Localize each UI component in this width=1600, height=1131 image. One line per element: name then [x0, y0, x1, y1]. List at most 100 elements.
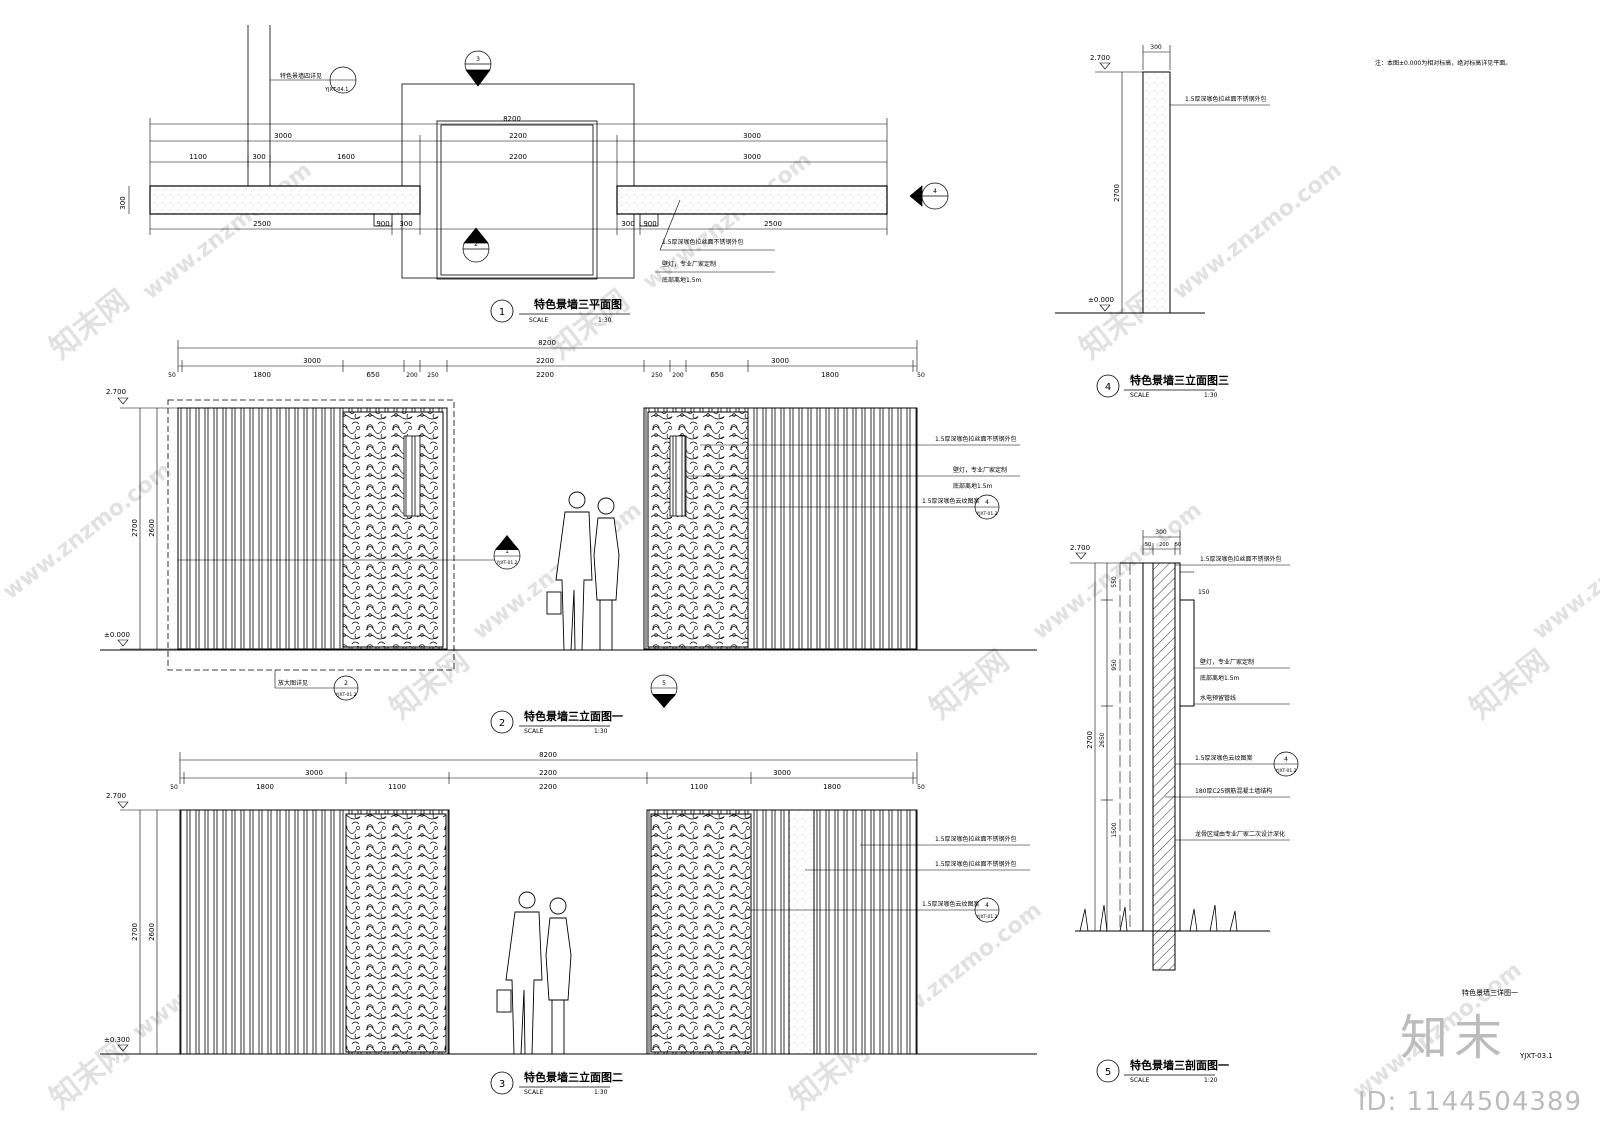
svg-text:8200: 8200 [538, 339, 556, 347]
section-labels: 1.5厚深咖色拉丝面不锈钢外包 壁灯，专业厂家定制 底部离地1.5m 水电预留管… [1165, 555, 1299, 841]
svg-text:1800: 1800 [256, 783, 274, 791]
svg-text:650: 650 [710, 371, 723, 379]
svg-text:1: 1 [499, 307, 505, 318]
elev1-people [546, 491, 620, 651]
svg-text:±0.000: ±0.000 [1088, 296, 1114, 304]
plan-labels: 特色景墙四详见 YJXT-04.1 1.5厚深咖色拉丝面不锈钢外包 壁灯，专业厂… [270, 66, 775, 284]
svg-text:知末网: 知末网 [383, 643, 475, 726]
svg-text:900: 900 [643, 220, 656, 228]
svg-text:1:20: 1:20 [1204, 1077, 1218, 1084]
svg-text:1100: 1100 [189, 153, 207, 161]
elev2-dims [120, 752, 918, 1055]
svg-text:550: 550 [1111, 576, 1118, 588]
elev2-labels: 1.5厚深咖色拉丝面不锈钢外包 1.5厚深咖色拉丝面不锈钢外包 1.5厚深咖色云… [745, 835, 1030, 923]
svg-text:壁灯，专业厂家定制: 壁灯，专业厂家定制 [662, 260, 716, 268]
section-title: 5 特色景墙三剖面图一 SCALE 1:20 [1096, 1058, 1229, 1084]
svg-text:1.5厚深咖色拉丝面不锈钢外包: 1.5厚深咖色拉丝面不锈钢外包 [935, 435, 1017, 443]
svg-text:50: 50 [917, 372, 925, 379]
svg-text:1:30: 1:30 [598, 317, 612, 324]
svg-text:2200: 2200 [539, 783, 557, 791]
svg-text:1800: 1800 [821, 371, 839, 379]
svg-text:2500: 2500 [764, 220, 782, 228]
svg-text:1:30: 1:30 [594, 728, 608, 735]
svg-text:1.5厚深咖色拉丝面不锈钢外包: 1.5厚深咖色拉丝面不锈钢外包 [935, 835, 1017, 843]
svg-text:1800: 1800 [253, 371, 271, 379]
svg-text:知末网: 知末网 [543, 283, 635, 366]
svg-text:3000: 3000 [274, 132, 292, 140]
svg-text:1800: 1800 [823, 783, 841, 791]
elev1-labels: 1.5厚深咖色拉丝面不锈钢外包 壁灯，专业厂家定制 底部离地1.5m 1.5厚深… [178, 435, 1020, 708]
svg-text:2200: 2200 [536, 357, 554, 365]
svg-text:4: 4 [933, 188, 937, 195]
elev1-dims [120, 340, 918, 650]
watermark-id: ID: 1144504389 [1357, 1087, 1582, 1117]
plan-dims: 8200 3000 2200 3000 1100 300 1600 2200 3… [119, 115, 782, 228]
section-dim-text: 300 50 200 50 150 2700 2650 550 950 1500… [1070, 529, 1210, 838]
svg-text:特色景墙三剖面图一: 特色景墙三剖面图一 [1130, 1058, 1229, 1072]
svg-text:±0.000: ±0.000 [104, 631, 130, 639]
svg-text:YJXT-01.2: YJXT-01.2 [975, 511, 997, 517]
svg-text:2200: 2200 [509, 132, 527, 140]
svg-text:2700: 2700 [131, 923, 139, 941]
svg-text:特色景墙四详见: 特色景墙四详见 [280, 72, 322, 80]
svg-text:特色景墙三立面图一: 特色景墙三立面图一 [524, 709, 623, 723]
svg-text:1.5厚深咖色拉丝面不锈钢外包: 1.5厚深咖色拉丝面不锈钢外包 [1200, 555, 1282, 563]
svg-text:YJXT-01.2: YJXT-01.2 [495, 560, 517, 566]
svg-text:2: 2 [499, 718, 505, 729]
svg-text:250: 250 [427, 372, 439, 379]
svg-text:8200: 8200 [539, 751, 557, 759]
section-dims [1070, 530, 1194, 931]
elev3-text: 300 2700 2.700 ±0.000 1.5厚深咖色拉丝面不锈钢外包 [1088, 44, 1267, 304]
elev3-wall [1055, 71, 1205, 314]
svg-text:2.700: 2.700 [106, 792, 126, 800]
plan-view [128, 25, 888, 280]
elev3-title: 4 特色景墙三立面图三 SCALE 1:30 [1096, 373, 1229, 399]
svg-text:YJXT-01.2: YJXT-01.2 [1274, 768, 1296, 774]
svg-text:SCALE: SCALE [1130, 392, 1149, 399]
svg-text:±0.300: ±0.300 [104, 1036, 130, 1044]
svg-text:200: 200 [406, 372, 418, 379]
svg-text:300: 300 [399, 220, 412, 228]
elev2-title: 3 特色景墙三立面图二 SCALE 1:30 [490, 1070, 623, 1096]
svg-text:50: 50 [170, 784, 178, 791]
sheet-title: 特色景墙三详图一 [1462, 988, 1518, 997]
svg-text:1.5厚深咖色拉丝面不锈钢外包: 1.5厚深咖色拉丝面不锈钢外包 [935, 860, 1017, 868]
svg-text:www.znzmo.com: www.znzmo.com [638, 148, 816, 295]
svg-text:2700: 2700 [1113, 184, 1121, 202]
elev2-walls [100, 809, 1037, 1055]
svg-text:300: 300 [621, 220, 634, 228]
svg-text:3000: 3000 [771, 357, 789, 365]
plan-section-markers: 3 2 4 [462, 50, 949, 263]
svg-text:2700: 2700 [131, 519, 139, 537]
svg-text:知末网: 知末网 [43, 1033, 135, 1116]
svg-text:SCALE: SCALE [529, 317, 548, 324]
general-note: 注：本图±0.000为相对标高，绝对标高详见平面。 [1375, 59, 1511, 67]
svg-text:2200: 2200 [509, 153, 527, 161]
svg-text:龙骨区域由专业厂家二次设计深化: 龙骨区域由专业厂家二次设计深化 [1195, 830, 1285, 838]
svg-text:650: 650 [366, 371, 379, 379]
svg-text:SCALE: SCALE [524, 1089, 543, 1096]
section-drawing [1075, 562, 1270, 971]
svg-text:300: 300 [119, 196, 127, 209]
svg-text:950: 950 [1111, 659, 1118, 671]
svg-text:YJXT-01.2: YJXT-01.2 [975, 914, 997, 920]
svg-text:1100: 1100 [690, 783, 708, 791]
svg-text:3000: 3000 [773, 769, 791, 777]
svg-text:2700: 2700 [1086, 731, 1094, 749]
elev1-walls [100, 399, 1037, 671]
svg-text:水电预留管线: 水电预留管线 [1200, 694, 1236, 702]
svg-text:1.5厚深咖色拉丝面不锈钢外包: 1.5厚深咖色拉丝面不锈钢外包 [662, 238, 744, 246]
elev3-dims [1095, 45, 1270, 314]
svg-text:特色景墙三立面图二: 特色景墙三立面图二 [524, 1070, 623, 1084]
svg-text:YJXT-04.1: YJXT-04.1 [324, 87, 348, 93]
svg-text:放大图详见: 放大图详见 [278, 679, 308, 687]
svg-text:200: 200 [1159, 542, 1169, 548]
svg-text:5: 5 [1105, 1067, 1111, 1078]
svg-text:2200: 2200 [536, 371, 554, 379]
svg-text:YJXT-01.2: YJXT-01.2 [334, 692, 356, 698]
svg-text:250: 250 [651, 372, 663, 379]
svg-text:底部离地1.5m: 底部离地1.5m [953, 482, 993, 490]
svg-text:2: 2 [474, 241, 478, 248]
elev2-people [496, 891, 572, 1055]
svg-text:www.znzmo.com: www.znzmo.com [1168, 158, 1346, 305]
